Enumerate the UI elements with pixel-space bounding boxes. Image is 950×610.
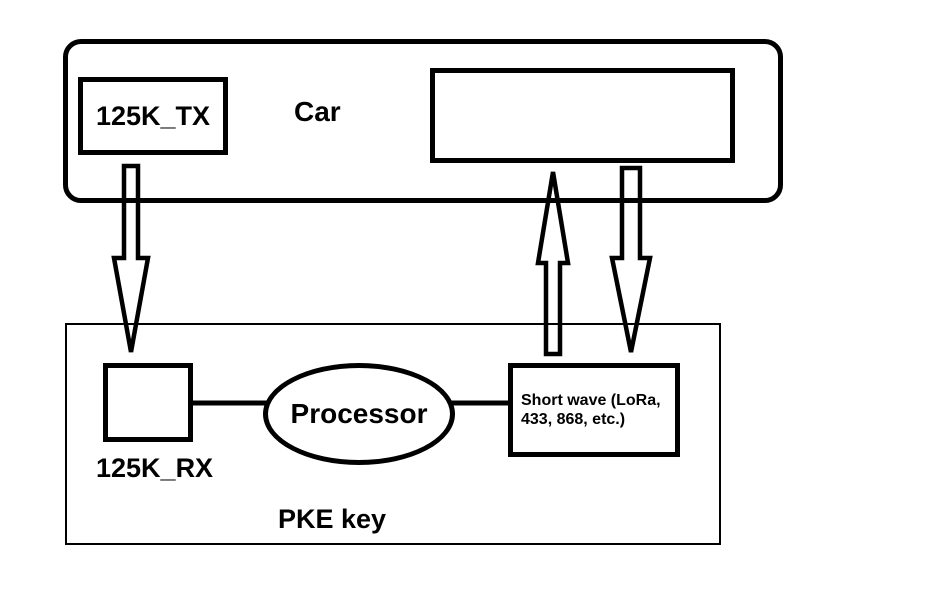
uplink-arrow-icon (535, 171, 571, 357)
car-receiver-box (430, 68, 735, 163)
pke-key-container (65, 323, 721, 545)
processor-label: Processor (290, 398, 428, 429)
lf-downlink-arrow-icon (111, 163, 151, 353)
tx-125k-label: 125K_TX (95, 100, 211, 131)
rx-125k-box (103, 363, 193, 442)
downlink-arrow-icon (609, 165, 653, 353)
processor-ellipse: Processor (263, 363, 455, 465)
shortwave-label-line1: Short wave (LoRa, (521, 392, 661, 409)
shortwave-box: Short wave (LoRa, 433, 868, etc.) (508, 363, 680, 457)
car-title: Car (294, 96, 341, 127)
tx-125k-box: 125K_TX (78, 77, 228, 155)
pke-key-title: PKE key (278, 504, 387, 534)
shortwave-label-line2: 433, 868, etc.) (521, 411, 626, 428)
car-container (63, 39, 783, 203)
rx-125k-label: 125K_RX (96, 453, 214, 483)
